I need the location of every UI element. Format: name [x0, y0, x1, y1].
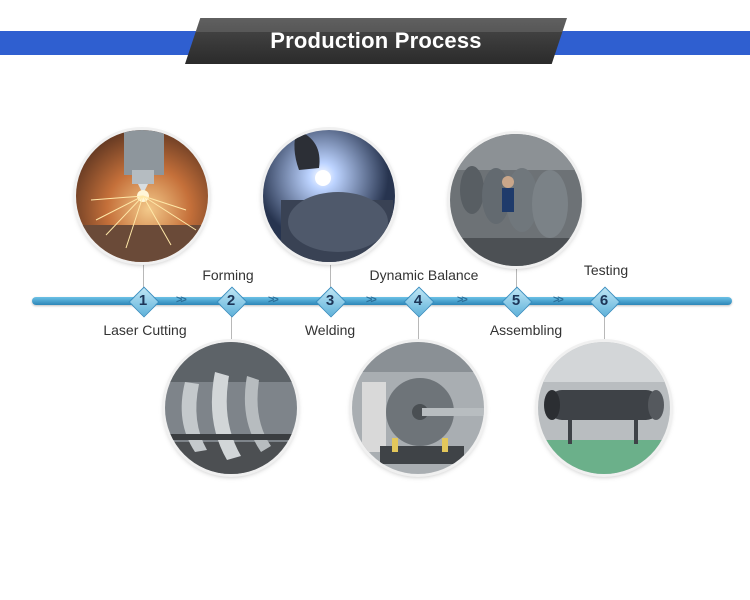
- step-label-dynamic-balance: Dynamic Balance: [369, 267, 479, 283]
- title-plate: Production Process: [185, 18, 567, 64]
- step-label-laser-cutting: Laser Cutting: [103, 322, 187, 338]
- timeline-arrow: >>: [457, 294, 468, 306]
- connector-3: [330, 262, 331, 298]
- connector-6: [604, 305, 605, 345]
- step-label-assembling: Assembling: [489, 322, 563, 338]
- step-label-welding: Welding: [304, 322, 356, 338]
- forming-photo: [165, 342, 297, 474]
- step-number: 1: [138, 292, 148, 309]
- page-title: Production Process: [270, 28, 482, 53]
- step-number: 6: [599, 292, 609, 309]
- step-node-6: 6: [589, 286, 621, 318]
- timeline-arrow: >>: [553, 294, 564, 306]
- timeline-arrow: >>: [366, 294, 377, 306]
- laser-cutting-photo: [76, 130, 208, 262]
- connector-1: [143, 262, 144, 298]
- connector-5: [516, 262, 517, 298]
- timeline-arrow: >>: [176, 294, 187, 306]
- timeline-bar: [32, 297, 732, 305]
- step-node-4: 4: [403, 286, 435, 318]
- step-node-1: 1: [128, 286, 160, 318]
- step-label-forming: Forming: [202, 267, 254, 283]
- step-number: 5: [511, 292, 521, 309]
- connector-2: [231, 305, 232, 345]
- step-node-2: 2: [216, 286, 248, 318]
- dynamic-balance-photo: [352, 342, 484, 474]
- testing-photo: [538, 342, 670, 474]
- title-plate-shine: [185, 18, 567, 32]
- step-number: 4: [413, 292, 423, 309]
- step-number: 2: [226, 292, 236, 309]
- step-node-5: 5: [501, 286, 533, 318]
- connector-4: [418, 305, 419, 345]
- timeline-arrow: >>: [268, 294, 279, 306]
- step-node-3: 3: [315, 286, 347, 318]
- step-number: 3: [325, 292, 335, 309]
- welding-photo: [263, 130, 395, 262]
- step-label-testing: Testing: [583, 262, 629, 278]
- assembling-photo: [450, 134, 582, 266]
